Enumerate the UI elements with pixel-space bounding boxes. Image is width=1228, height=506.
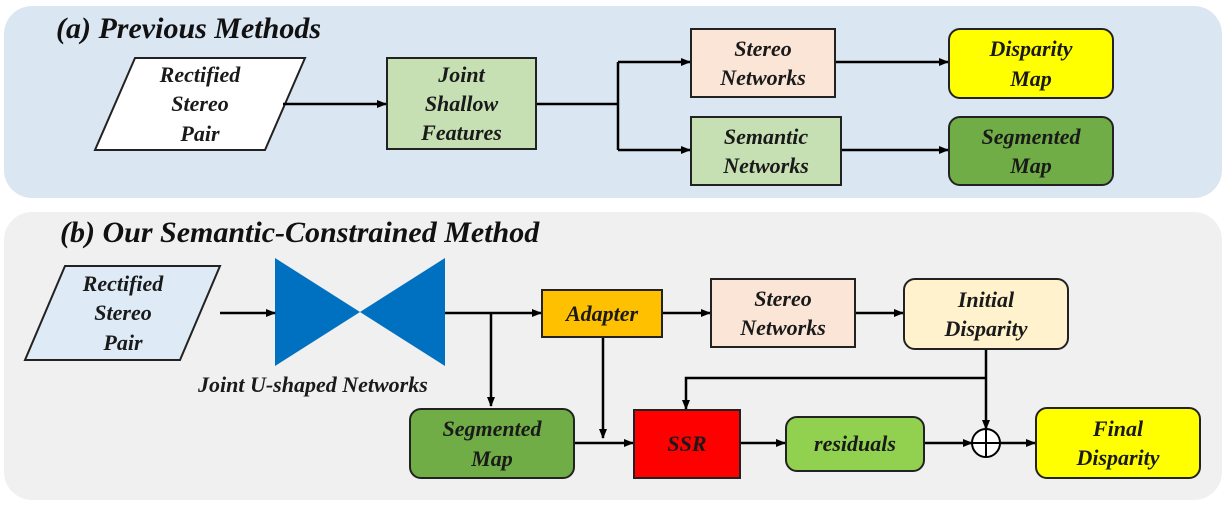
panel-our-method <box>4 212 1222 500</box>
residuals-box: residuals <box>785 416 925 472</box>
stereo-networks-box-a: Stereo Networks <box>690 28 836 98</box>
segmented-map-box-b: Segmented Map <box>409 408 575 479</box>
unet-right-triangle <box>360 258 445 366</box>
connectors-a <box>283 58 949 154</box>
connectors-b <box>220 309 1036 447</box>
sum-node <box>971 428 1001 458</box>
final-disparity-box: Final Disparity <box>1035 407 1201 479</box>
input-parallelogram-b <box>23 265 222 361</box>
semantic-networks-box: Semantic Networks <box>690 116 842 186</box>
stereo-networks-box-b: Stereo Networks <box>710 278 856 348</box>
panel-a-title: (a) Previous Methods <box>56 12 321 45</box>
initial-disparity-box: Initial Disparity <box>903 278 1069 350</box>
adapter-box: Adapter <box>541 289 663 338</box>
input-label-b: Rectified Stereo Pair <box>82 271 164 355</box>
segmented-map-box-a: Segmented Map <box>948 116 1114 186</box>
input-label-a: Rectified Stereo Pair <box>159 62 241 146</box>
panel-b-title: (b) Our Semantic-Constrained Method <box>60 216 540 249</box>
ssr-box: SSR <box>633 409 741 479</box>
unet-caption: Joint U-shaped Networks <box>198 372 428 397</box>
joint-shallow-features-box: Joint Shallow Features <box>386 57 537 150</box>
disparity-map-box: Disparity Map <box>948 28 1114 99</box>
unet-left-triangle <box>275 258 360 366</box>
input-parallelogram-a <box>93 57 307 151</box>
